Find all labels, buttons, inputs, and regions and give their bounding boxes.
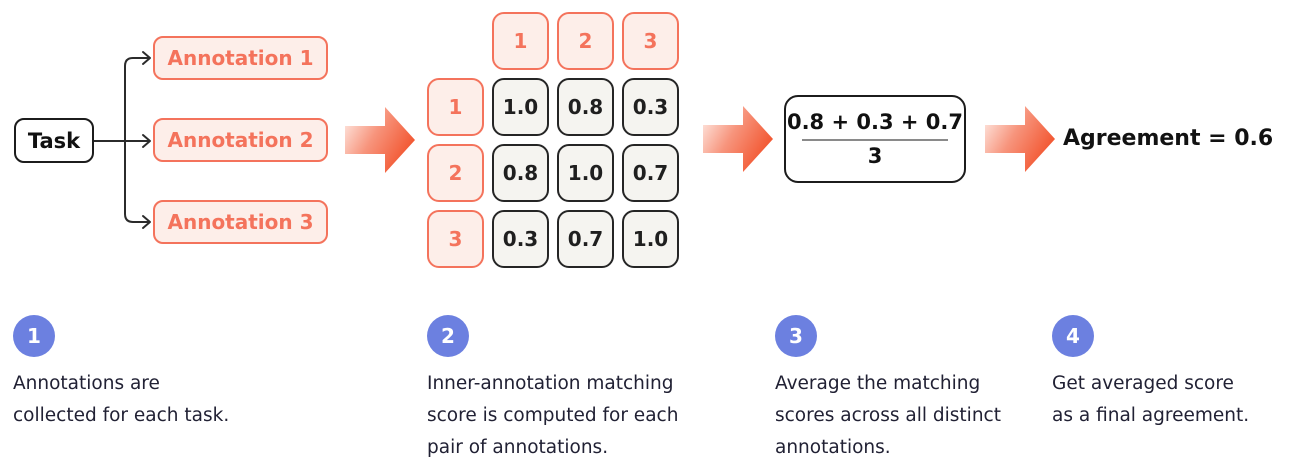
matrix-cell: 0.7 <box>557 210 614 268</box>
annotation-3-label: Annotation 3 <box>167 210 314 234</box>
step-2-text-line: Inner-annotation matching <box>427 373 674 394</box>
step-2-text-line: pair of annotations. <box>427 437 609 458</box>
step-2-text-line: score is computed for each <box>427 405 679 426</box>
step-1-text-line: Annotations are <box>13 373 160 394</box>
step-4-text-line: Get averaged score <box>1052 373 1234 394</box>
flow-arrow-icon <box>985 106 1055 172</box>
matrix-cell: 0.8 <box>557 78 614 136</box>
step-4-text-line: as a final agreement. <box>1052 405 1250 426</box>
annotation-1-node: Annotation 1 <box>153 36 328 80</box>
matrix-cell: 1.0 <box>492 78 549 136</box>
branch-connector-lines <box>94 51 151 229</box>
step-1-badge: 1 <box>13 315 55 357</box>
task-label: Task <box>27 128 81 153</box>
matrix-row-header: 3 <box>427 210 484 268</box>
matrix-cell: 0.8 <box>492 144 549 202</box>
agreement-result: Agreement = 0.6 <box>1063 126 1274 151</box>
step-1: 1 Annotations are collected for each tas… <box>13 315 313 432</box>
step-1-text-line: collected for each task. <box>13 405 230 426</box>
matrix-col-header: 2 <box>557 12 614 70</box>
annotation-3-node: Annotation 3 <box>153 200 328 244</box>
flow-arrow-icon <box>345 107 415 173</box>
annotation-1-label: Annotation 1 <box>167 46 314 70</box>
average-fraction-box: 0.8 + 0.3 + 0.7 3 <box>784 95 966 183</box>
matrix-cell: 0.3 <box>492 210 549 268</box>
step-3: 3 Average the matching scores across all… <box>775 315 1075 464</box>
matrix-cell: 1.0 <box>557 144 614 202</box>
step-3-text-line: annotations. <box>775 437 891 458</box>
step-4-badge: 4 <box>1052 315 1094 357</box>
matrix-col-header: 1 <box>492 12 549 70</box>
matrix-cell: 0.3 <box>622 78 679 136</box>
fraction-denominator: 3 <box>867 144 883 168</box>
step-2: 2 Inner-annotation matching score is com… <box>427 315 727 464</box>
annotation-2-label: Annotation 2 <box>167 128 314 152</box>
annotation-2-node: Annotation 2 <box>153 118 328 162</box>
matrix-cell: 1.0 <box>622 210 679 268</box>
fraction-numerator: 0.8 + 0.3 + 0.7 <box>786 110 964 134</box>
matrix-row-header: 1 <box>427 78 484 136</box>
matrix-corner-blank <box>427 12 484 70</box>
step-3-badge: 3 <box>775 315 817 357</box>
step-2-badge: 2 <box>427 315 469 357</box>
task-node: Task <box>14 118 94 163</box>
fraction-bar <box>802 139 948 141</box>
matrix-cell: 0.7 <box>622 144 679 202</box>
step-3-text-line: Average the matching <box>775 373 981 394</box>
matrix-row-header: 2 <box>427 144 484 202</box>
flow-arrow-icon <box>703 106 773 172</box>
step-4: 4 Get averaged score as a final agreemen… <box>1052 315 1306 432</box>
step-3-text-line: scores across all distinct <box>775 405 1001 426</box>
matching-score-matrix: 1 2 3 1 1.0 0.8 0.3 2 0.8 1.0 0.7 3 0.3 … <box>427 12 679 268</box>
matrix-col-header: 3 <box>622 12 679 70</box>
